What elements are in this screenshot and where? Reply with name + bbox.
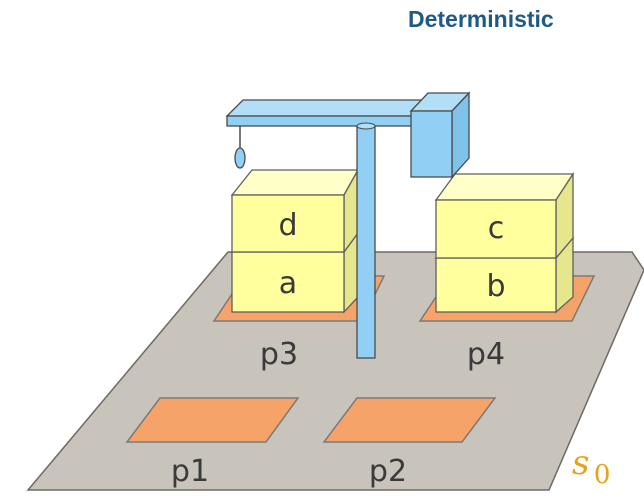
pad-label-p4: p4 — [467, 337, 505, 372]
pad-label-p1: p1 — [171, 454, 209, 489]
container-label-c: c — [488, 211, 505, 246]
state-symbol: s — [572, 443, 589, 483]
container-label-d: d — [278, 208, 297, 243]
diagram-title: Deterministic — [408, 6, 554, 32]
crane — [225, 91, 471, 359]
container-label-a: a — [279, 266, 297, 301]
pad-p2 — [322, 397, 497, 443]
pad-p1 — [125, 397, 300, 443]
state-subscript: 0 — [594, 460, 611, 490]
pad-label-p3: p3 — [260, 337, 298, 372]
container-label-b: b — [486, 269, 505, 304]
state-label: s 0 — [572, 443, 610, 490]
container-c — [434, 171, 575, 260]
pad-label-p2: p2 — [369, 454, 407, 489]
container-d — [230, 167, 360, 254]
